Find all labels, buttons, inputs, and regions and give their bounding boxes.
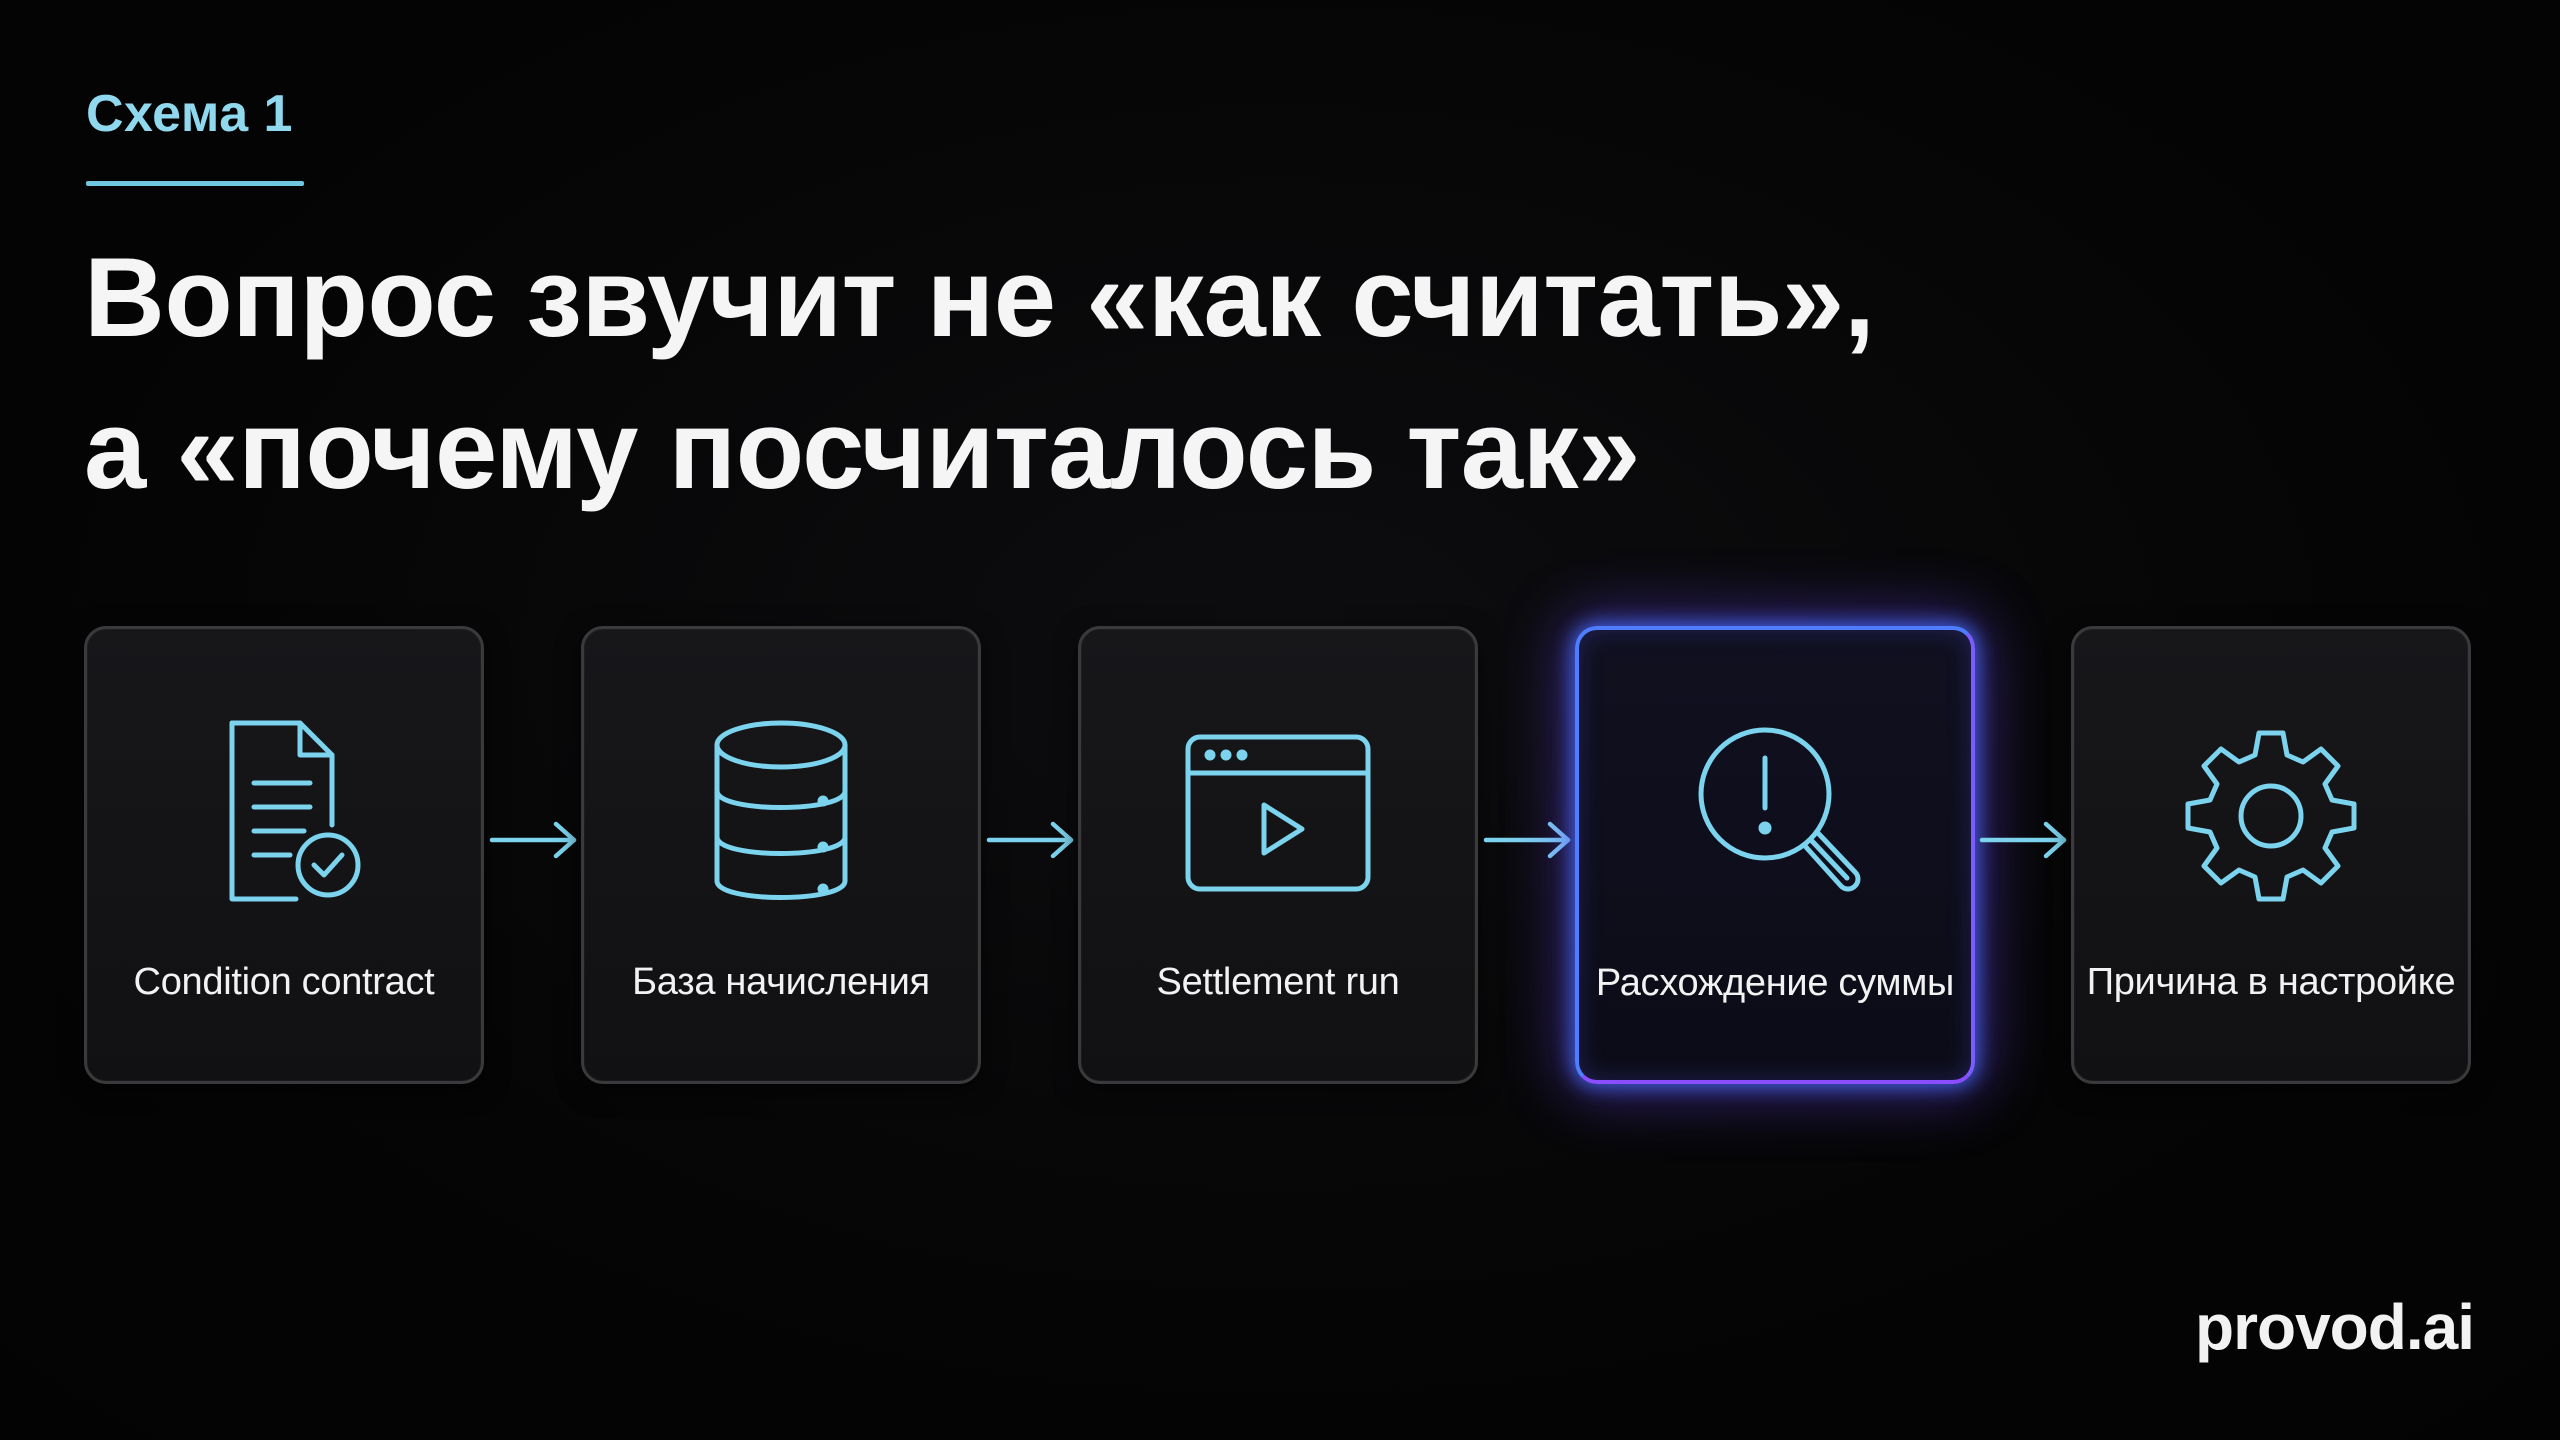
flow-step-setting-cause: Причина в настройке: [2071, 626, 2471, 1084]
flow-step-label: Condition contract: [133, 961, 435, 1003]
flow-step-accrual-base: База начисления: [581, 626, 981, 1084]
play-window-icon: [1168, 713, 1388, 913]
document-check-icon: [174, 713, 394, 913]
title-line-2: а «почему посчиталось так»: [84, 387, 1640, 512]
flow-arrow: [488, 818, 580, 862]
search-alert-icon: [1665, 714, 1885, 914]
title-line-1: Вопрос звучит не «как считать»,: [84, 235, 1875, 360]
flow-arrow: [985, 818, 1077, 862]
flow-step-label: База начисления: [632, 961, 930, 1003]
flow-step-settlement-run: Settlement run: [1078, 626, 1478, 1084]
flow-step-amount-discrepancy: Расхождение суммы: [1575, 626, 1975, 1084]
flow-arrow: [1978, 818, 2070, 862]
flow-arrow: [1482, 818, 1574, 862]
brand-logo: provod.ai: [2194, 1291, 2475, 1363]
database-icon: [671, 713, 891, 913]
kicker-underline: [86, 181, 304, 186]
flow-step-label: Причина в настройке: [2086, 961, 2456, 1003]
gear-icon: [2161, 713, 2381, 913]
page-title: Вопрос звучит не «как считать», а «почем…: [84, 222, 2284, 526]
kicker-label: Схема 1: [86, 85, 293, 143]
flow-step-label: Settlement run: [1156, 961, 1400, 1003]
flow-step-label: Расхождение суммы: [1595, 962, 1955, 1004]
flow-step-condition-contract: Condition contract: [84, 626, 484, 1084]
